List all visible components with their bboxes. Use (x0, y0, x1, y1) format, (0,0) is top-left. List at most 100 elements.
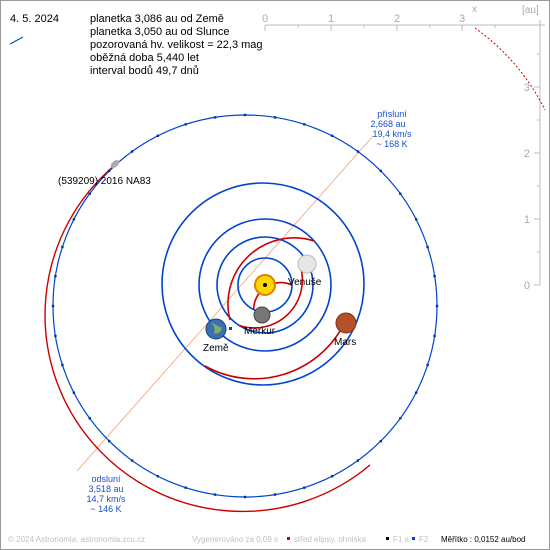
perihelion-speed: 19,4 km/s (372, 129, 412, 139)
y-tick-3: 3 (524, 82, 530, 94)
x-tick-1: 1 (328, 13, 334, 25)
orbit-marker (54, 334, 57, 338)
orbit-marker (130, 459, 134, 462)
f1-legend-icon (386, 537, 389, 540)
scale-label: Měřítko : 0,0152 au/bod (441, 535, 526, 544)
orbit-marker (399, 192, 402, 195)
orbit-marker (61, 363, 64, 367)
f2-legend: F2 (419, 535, 429, 544)
unit-label: [au] (522, 5, 539, 16)
venus-arc (239, 264, 304, 329)
mars-label: Mars (334, 337, 356, 348)
orbit-marker (426, 245, 429, 249)
perihelion-distance: 2,668 au (370, 119, 405, 129)
aphelion-title: odsluní (91, 474, 121, 484)
asteroid-orbit-arc (44, 164, 371, 513)
mercury-label: Merkur (244, 326, 276, 337)
f1-legend: F1 a (393, 535, 410, 544)
orbit-marker (303, 486, 306, 489)
y-tick-1: 1 (524, 214, 530, 226)
orbit-marker (433, 334, 436, 338)
orbit-marker (130, 150, 134, 153)
orbit-marker (356, 150, 360, 153)
sun-center (263, 283, 267, 287)
orbit-marker (303, 123, 306, 126)
orbit-marker (61, 245, 64, 249)
info-line-1: planetka 3,086 au od Země (90, 13, 224, 25)
orbit-marker (331, 475, 334, 478)
orbit-marker (243, 495, 247, 499)
x-axis (264, 24, 545, 31)
date-label: 4. 5. 2024 (10, 13, 59, 25)
orbit-marker (379, 169, 382, 173)
info-line-3: pozorovaná hv. velikost = 22,3 mag (90, 39, 263, 51)
orbit-marker (184, 123, 187, 126)
orbit-marker (108, 439, 111, 443)
asteroid-orbit (52, 114, 438, 498)
dashed-orbit (474, 27, 546, 111)
f2-legend-icon (412, 537, 415, 540)
orbit-marker (72, 391, 76, 394)
venus-icon (297, 254, 317, 274)
orbit-marker (88, 417, 91, 420)
y-tick-2: 2 (524, 148, 530, 160)
mercury-icon (253, 306, 271, 324)
earth-arc (227, 237, 315, 321)
asteroid-name: (539209) 2016 NA83 (58, 176, 151, 187)
x-tick-3: 3 (459, 13, 465, 25)
earth-orbit (198, 218, 332, 352)
y-tick-0: 0 (524, 280, 530, 292)
earth-land (210, 322, 222, 334)
mars-icon (335, 312, 357, 334)
generated-time: Vygenerováno za 0,09 s (192, 535, 278, 544)
asteroid-icon (110, 160, 120, 168)
orbit-marker (435, 304, 439, 308)
earth-label: Země (203, 343, 229, 354)
mars-arc (204, 321, 346, 380)
venus-label: Venuše (288, 277, 322, 288)
perihelion-temp: ~ 168 K (376, 139, 407, 149)
orbit-marker (433, 274, 436, 278)
orbit-marker (213, 116, 217, 119)
copyright: © 2024 Astronomia, astronomia.zcu.cz (8, 535, 145, 544)
aphelion-speed: 14,7 km/s (86, 494, 126, 504)
orbit-marker (213, 493, 217, 496)
apsis-line (76, 135, 374, 472)
orbit-marker (243, 113, 247, 117)
orbit-marker (88, 192, 91, 195)
orbit-marker (379, 439, 382, 443)
orbit-marker (356, 459, 360, 462)
perihelion-title: přísluní (377, 109, 407, 119)
center-legend: střed elipsy, ohniska (294, 535, 366, 544)
orbit-marker (184, 486, 187, 489)
orbit-marker (331, 134, 334, 137)
direction-icon (9, 36, 24, 45)
orbit-marker (108, 169, 111, 173)
y-axis (534, 20, 541, 286)
orbit-marker (414, 218, 418, 221)
earth-marker (229, 327, 232, 330)
orbit-marker (273, 493, 277, 496)
x-tick-0: 0 (262, 13, 268, 25)
aphelion-distance: 3,518 au (88, 484, 123, 494)
orbit-marker (51, 304, 55, 308)
info-line-2: planetka 3,050 au od Slunce (90, 26, 229, 38)
orbit-marker (273, 116, 277, 119)
orbit-marker (414, 391, 418, 394)
orbit-marker (72, 218, 76, 221)
orbit-marker (54, 274, 57, 278)
info-line-5: interval bodů 49,7 dnů (90, 65, 199, 77)
info-line-4: oběžná doba 5,440 let (90, 52, 199, 64)
mars-orbit (161, 182, 365, 386)
center-legend-icon (287, 537, 290, 540)
orbit-marker (156, 134, 159, 137)
venus-orbit (216, 236, 314, 334)
orbit-marker (426, 363, 429, 367)
x-axis-label: x (472, 4, 477, 15)
orbit-markers (51, 113, 439, 499)
orbit-marker (399, 417, 402, 420)
x-tick-2: 2 (394, 13, 400, 25)
aphelion-temp: ~ 146 K (90, 504, 121, 514)
orbit-marker (156, 475, 159, 478)
